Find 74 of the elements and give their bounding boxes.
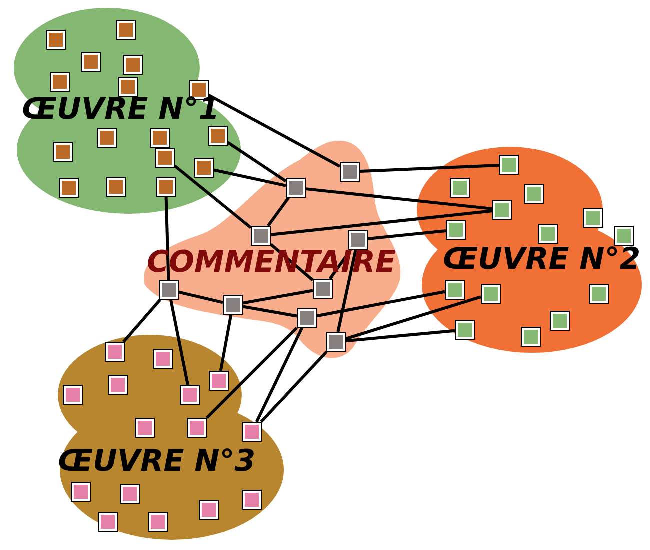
square-marker — [525, 185, 543, 203]
square-marker — [72, 483, 90, 501]
square-marker — [551, 312, 569, 330]
square-marker — [590, 285, 608, 303]
connector-line — [267, 197, 290, 227]
square-marker — [493, 201, 511, 219]
square-marker — [157, 178, 175, 196]
square-marker — [60, 179, 78, 197]
square-marker — [181, 386, 199, 404]
connector-line — [178, 290, 224, 304]
square-marker — [47, 31, 65, 49]
square-marker — [106, 343, 124, 361]
square-marker — [209, 127, 227, 145]
connector-line — [122, 299, 162, 343]
connector-line — [360, 164, 500, 174]
square-marker — [98, 129, 116, 147]
square-marker — [456, 321, 474, 339]
square-marker — [188, 419, 206, 437]
square-marker — [447, 221, 465, 239]
square-marker — [195, 159, 213, 177]
connector-line — [214, 168, 286, 188]
square-marker — [349, 231, 367, 249]
connector-line — [260, 350, 328, 424]
square-marker — [252, 227, 270, 245]
connector-line — [270, 210, 492, 236]
connector-line — [368, 230, 446, 240]
square-marker — [151, 129, 169, 147]
square-marker — [109, 376, 127, 394]
connector-line — [174, 164, 252, 230]
square-marker — [54, 143, 72, 161]
square-marker — [298, 309, 316, 327]
square-marker — [314, 280, 332, 298]
connector-line — [219, 314, 233, 372]
square-marker — [149, 513, 167, 531]
square-marker — [121, 485, 139, 503]
square-marker — [615, 227, 633, 245]
connector-line — [208, 94, 341, 168]
square-marker — [99, 513, 117, 531]
connector-line — [170, 300, 190, 386]
square-marker — [51, 73, 69, 91]
square-marker — [160, 281, 178, 299]
square-marker — [117, 21, 135, 39]
square-marker — [154, 350, 172, 368]
square-marker — [482, 285, 500, 303]
square-marker — [210, 372, 228, 390]
square-marker — [107, 178, 125, 196]
square-marker — [124, 56, 142, 74]
connector-line — [255, 327, 304, 423]
square-marker — [243, 491, 261, 509]
connector-line — [306, 188, 492, 210]
square-marker — [539, 225, 557, 243]
square-marker — [82, 53, 100, 71]
square-marker — [200, 501, 218, 519]
square-marker — [64, 386, 82, 404]
connector-line — [227, 141, 287, 183]
square-marker — [156, 149, 174, 167]
square-marker — [287, 179, 305, 197]
connector-line — [242, 289, 314, 305]
connector-line — [316, 290, 446, 318]
square-marker — [136, 419, 154, 437]
square-marker — [243, 423, 261, 441]
square-marker — [446, 281, 464, 299]
square-marker — [119, 78, 137, 96]
connector-line — [206, 326, 298, 420]
square-marker — [500, 156, 518, 174]
connector-line — [242, 305, 298, 318]
square-marker — [341, 163, 359, 181]
square-marker — [327, 333, 345, 351]
connector-line — [346, 296, 482, 340]
square-marker — [224, 296, 242, 314]
square-marker — [451, 179, 469, 197]
square-marker — [522, 328, 540, 346]
connector-line — [346, 329, 456, 343]
square-marker — [584, 209, 602, 227]
